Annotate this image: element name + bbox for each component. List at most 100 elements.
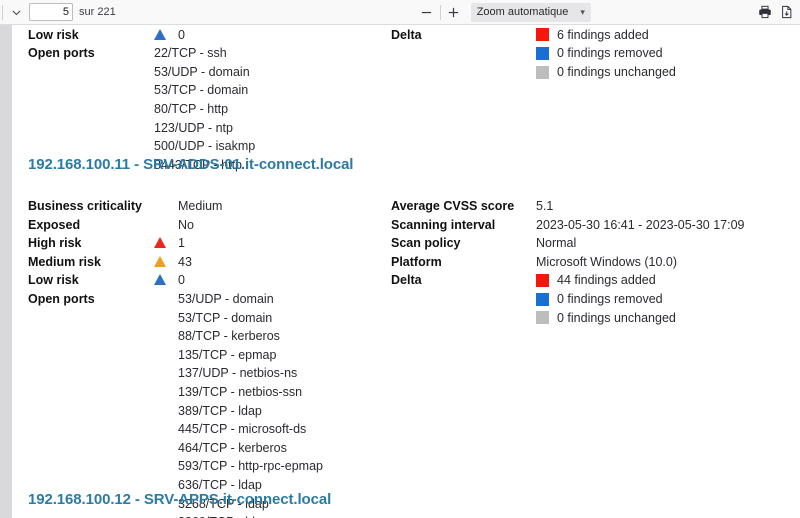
detail-row-delta: Delta 44 findings added 0 findings remov…	[391, 271, 786, 327]
detail-label-scanning-interval: Scanning interval	[391, 217, 496, 232]
open-port-item: 137/UDP - netbios-ns	[178, 366, 298, 381]
open-ports-list: 53/UDP - domain 53/TCP - domain 88/TCP -…	[178, 290, 324, 518]
detail-value-low-risk: 0	[178, 273, 185, 288]
delta-removed-swatch-icon	[536, 46, 549, 60]
delta-unchanged: 0 findings unchanged	[536, 63, 676, 82]
no-icon-placeholder	[154, 216, 178, 219]
detail-value-high-risk: 1	[178, 236, 185, 251]
host-details-left-column: Business criticality Medium Exposed No H…	[28, 197, 388, 518]
open-port-item: 3268/TCP - ldap	[178, 496, 269, 511]
toolbar-right-actions	[754, 2, 800, 23]
zoom-level-label: Zoom automatique	[476, 6, 569, 18]
open-port-item: 464/TCP - kerberos	[178, 440, 287, 455]
detail-row-delta: Delta 6 findings added 0 findings remove…	[391, 26, 786, 82]
open-port-item: 53/TCP - domain	[178, 310, 273, 325]
detail-label-delta: Delta	[391, 27, 422, 42]
detail-row-average-cvss: Average CVSS score 5.1	[391, 197, 786, 216]
page-number-input[interactable]	[29, 3, 73, 21]
delta-removed-label: 0 findings removed	[557, 291, 663, 306]
open-port-item: 53/UDP - domain	[178, 291, 274, 306]
delta-removed-label: 0 findings removed	[557, 46, 663, 61]
detail-row-low-risk: Low risk 0	[28, 26, 388, 45]
detail-value-low-risk: 0	[178, 27, 185, 42]
delta-removed: 0 findings removed	[536, 44, 676, 63]
delta-list: 44 findings added 0 findings removed 0 f…	[536, 271, 676, 327]
open-port-item: 389/TCP - ldap	[178, 403, 262, 418]
toolbar-divider-zoom	[439, 4, 441, 20]
print-button[interactable]	[754, 2, 776, 23]
detail-value-average-cvss: 5.1	[536, 199, 554, 213]
open-port-item: 3269/TCP - ldap	[178, 513, 324, 518]
delta-removed-swatch-icon	[536, 292, 549, 306]
pdf-viewer-scroll-area[interactable]: Medium risk 3 Low risk 0 Open ports 22/T…	[0, 25, 800, 518]
detail-row-platform: Platform Microsoft Windows (10.0)	[391, 253, 786, 272]
detail-row-high-risk: High risk 1	[28, 234, 388, 253]
detail-row-exposed: Exposed No	[28, 216, 388, 235]
delta-added-label: 44 findings added	[557, 273, 656, 288]
delta-added-label: 6 findings added	[557, 27, 649, 42]
sidebar-toggle-chevron-down-icon[interactable]	[5, 2, 27, 23]
open-port-item: 8443/TCP - http	[154, 157, 243, 172]
host-block-partial: Medium risk 3 Low risk 0 Open ports 22/T…	[12, 25, 788, 172]
detail-value-business-criticality: Medium	[178, 199, 223, 213]
detail-row-scan-policy: Scan policy Normal	[391, 234, 786, 253]
no-icon-placeholder	[154, 197, 178, 200]
delta-added: 6 findings added	[536, 26, 676, 45]
open-port-item: 139/TCP - netbios-ssn	[178, 384, 303, 399]
open-port-item: 445/TCP - microsoft-ds	[178, 422, 307, 437]
detail-label-exposed: Exposed	[28, 217, 81, 232]
host-block-srv-apps: 192.168.100.12 - SRV-APPS.it-connect.loc…	[12, 491, 788, 508]
pdf-toolbar: sur 221 Zoom automatique ▾	[0, 0, 800, 25]
delta-added: 44 findings added	[536, 271, 676, 290]
detail-label-low-risk: Low risk	[28, 27, 79, 42]
zoom-in-button[interactable]	[443, 2, 465, 23]
delta-unchanged-swatch-icon	[536, 311, 549, 325]
detail-label-delta: Delta	[391, 273, 422, 288]
host-details-right-column: Average CVSS score 5.1 Scanning interval…	[391, 197, 786, 327]
open-port-item: 22/TCP - ssh	[154, 46, 227, 61]
save-icon	[782, 5, 792, 19]
zoom-level-select[interactable]: Zoom automatique ▾	[470, 2, 591, 22]
open-port-item: 636/TCP - ldap	[178, 477, 262, 492]
detail-value-scanning-interval: 2023-05-30 16:41 - 2023-05-30 17:09	[536, 217, 745, 232]
delta-unchanged-label: 0 findings unchanged	[557, 64, 676, 79]
low-risk-triangle-icon	[154, 26, 178, 40]
delta-list: 6 findings added 0 findings removed 0 fi…	[536, 26, 676, 82]
open-port-item: 88/TCP - kerberos	[178, 329, 280, 344]
open-port-item: 53/UDP - domain	[154, 64, 250, 79]
detail-value-platform: Microsoft Windows (10.0)	[536, 254, 678, 269]
detail-label-medium-risk: Medium risk	[28, 254, 101, 269]
host-title-link[interactable]: 192.168.100.12 - SRV-APPS.it-connect.loc…	[28, 491, 332, 508]
page-count-label: sur 221	[79, 6, 116, 18]
detail-row-scanning-interval: Scanning interval 2023-05-30 16:41 - 202…	[391, 216, 786, 235]
chevron-down-icon: ▾	[580, 6, 585, 17]
detail-label-open-ports: Open ports	[28, 46, 95, 61]
pdf-page: Medium risk 3 Low risk 0 Open ports 22/T…	[12, 25, 800, 518]
host-details-left-column: Medium risk 3 Low risk 0 Open ports 22/T…	[28, 25, 388, 174]
open-port-item: 500/UDP - isakmp	[154, 139, 256, 154]
delta-added-swatch-icon	[536, 274, 549, 288]
chevron-down-icon	[11, 9, 21, 15]
detail-label-low-risk: Low risk	[28, 273, 79, 288]
no-icon-placeholder	[154, 290, 178, 293]
zoom-controls: Zoom automatique ▾	[416, 2, 591, 23]
delta-added-swatch-icon	[536, 28, 549, 42]
detail-row-open-ports: Open ports 22/TCP - ssh 53/UDP - domain …	[28, 44, 388, 174]
toolbar-divider	[2, 4, 3, 20]
host-title-link[interactable]: 192.168.100.11 - SRV-ADDS-01.it-connect.…	[28, 156, 354, 173]
host-block-srv-adds-01: 192.168.100.11 - SRV-ADDS-01.it-connect.…	[12, 156, 788, 518]
printer-icon	[759, 5, 771, 19]
delta-removed: 0 findings removed	[536, 290, 676, 309]
detail-label-high-risk: High risk	[28, 236, 82, 251]
delta-unchanged: 0 findings unchanged	[536, 309, 676, 328]
detail-value-exposed: No	[178, 217, 194, 232]
detail-value-scan-policy: Normal	[536, 236, 577, 251]
high-risk-triangle-icon	[154, 234, 178, 249]
open-ports-list: 22/TCP - ssh 53/UDP - domain 53/TCP - do…	[154, 44, 255, 174]
detail-row-medium-risk: Medium risk 43	[28, 253, 388, 272]
detail-label-open-ports: Open ports	[28, 291, 95, 306]
zoom-out-button[interactable]	[416, 2, 438, 23]
medium-risk-triangle-icon	[154, 253, 178, 267]
save-button[interactable]	[776, 2, 798, 23]
open-port-item: 80/TCP - http	[154, 101, 229, 116]
